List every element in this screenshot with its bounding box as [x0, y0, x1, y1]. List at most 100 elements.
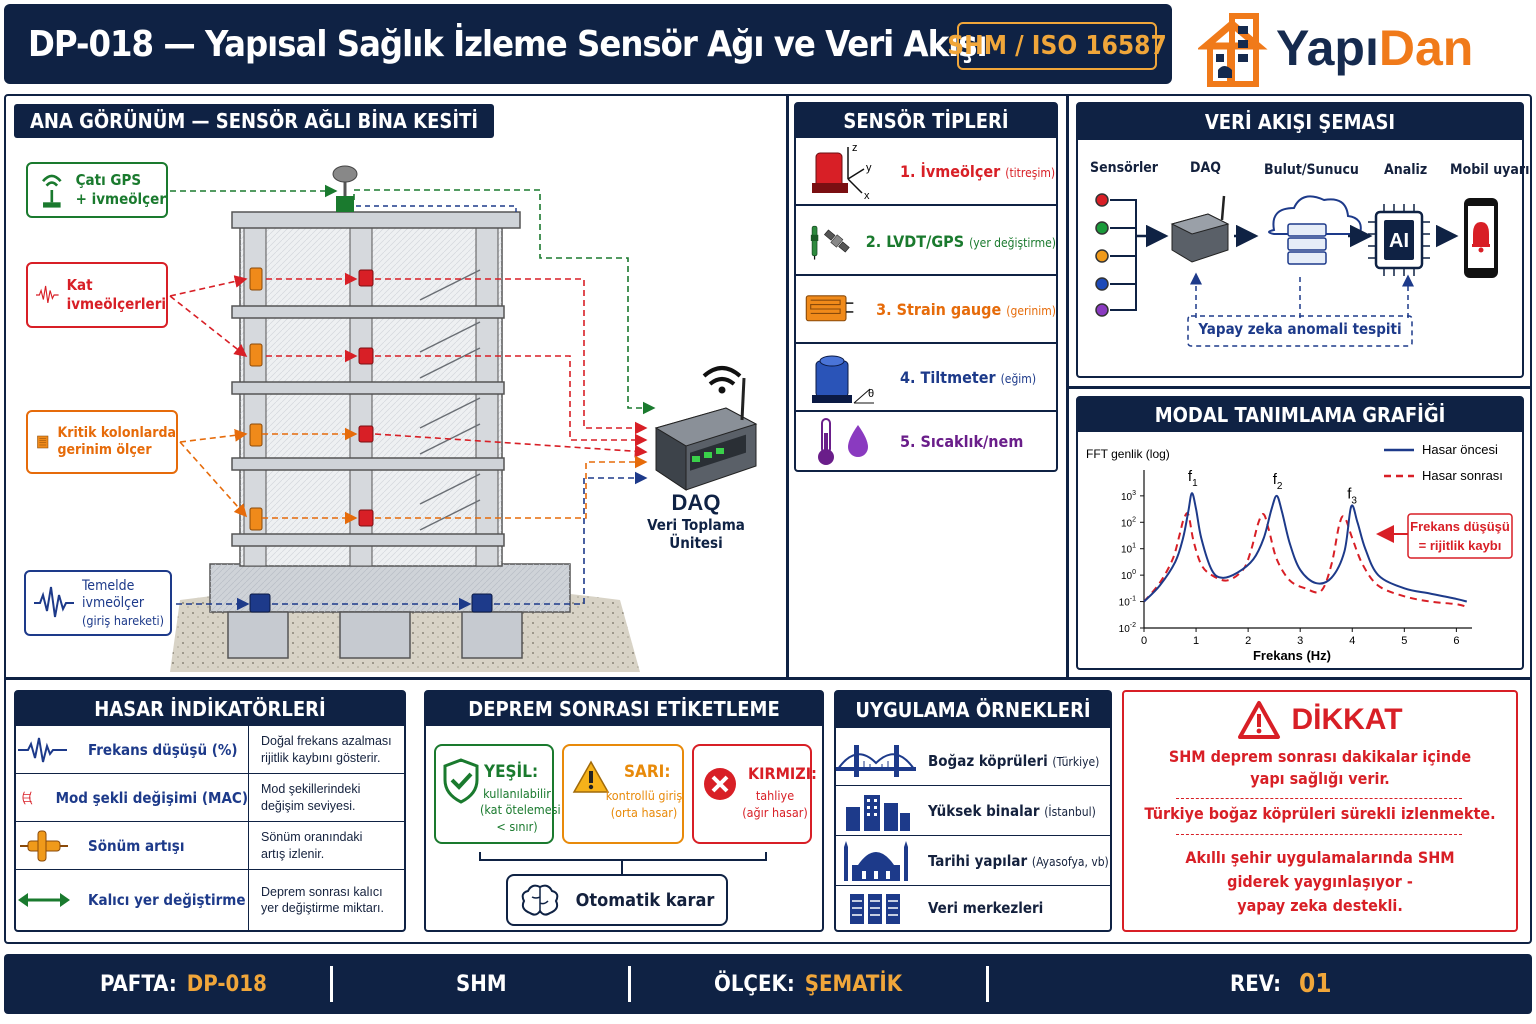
warning-divider	[1176, 798, 1462, 799]
vibration-wave-icon	[34, 586, 74, 618]
indicator-name: Kalıcı yer değiştirme	[88, 891, 246, 909]
application-row: Boğaz köprüleri (Türkiye)	[836, 736, 1110, 786]
footer-sheet: PAFTA:DP-018	[100, 954, 267, 1014]
tag-yellow: SARI: kontrollü giriş(orta hasar)	[562, 744, 684, 844]
building-section-diagram	[169, 165, 758, 672]
lvdt-gps-satellite-icon	[810, 225, 850, 260]
annotation-line: = rijitlik kaybı	[1419, 538, 1502, 553]
sensor-row: 2. LVDT/GPS (yer değiştirme)	[796, 208, 1056, 276]
separator	[1068, 386, 1530, 389]
x-tick-label: 4	[1349, 635, 1355, 647]
flow-node-daq: DAQ	[1190, 160, 1221, 176]
skyscraper-icon	[846, 794, 910, 831]
application-note: (İstanbul)	[1044, 804, 1096, 819]
svg-text:θ: θ	[868, 388, 874, 400]
indicator-name: Mod şekli değişimi (MAC)	[55, 788, 248, 807]
callout-roof-gps: Çatı GPS+ ivmeölçer	[26, 162, 168, 218]
daq-unit-icon	[654, 366, 758, 491]
y-tick-label: 10-1	[1119, 596, 1136, 609]
callout-text: Çatı GPS	[75, 171, 142, 190]
sensor-types-title: SENSÖR TİPLERİ	[796, 104, 1056, 138]
sensor-name: Tiltmeter	[920, 367, 996, 387]
flow-node-mobile: Mobil uyarı	[1450, 162, 1530, 178]
sensor-number: 1.	[900, 161, 916, 181]
peak-label: f3	[1347, 485, 1357, 506]
separator	[6, 677, 1530, 680]
callout-text: (giriş hareketi)	[82, 612, 165, 628]
mode-shape-icon	[22, 790, 33, 805]
tag-green: YEŞİL: kullanılabilir(kat ötelemesi< sın…	[434, 744, 561, 844]
separator	[1066, 96, 1069, 678]
footer-label: PAFTA:	[100, 971, 177, 997]
flow-node-cloud: Bulut/Sunucu	[1264, 162, 1359, 178]
indicator-desc: Deprem sonrası kalıcı	[261, 884, 383, 899]
indicator-desc: Sönüm oranındaki	[261, 830, 363, 845]
accelerometer-icon: zyx	[812, 142, 872, 202]
callout-text: Temelde	[82, 577, 135, 594]
annotation-line: Frekans düşüşü	[1410, 519, 1510, 534]
brain-icon	[521, 884, 558, 916]
damage-indicators-title: HASAR İNDİKATÖRLERİ	[16, 692, 404, 726]
peak-label: f1	[1188, 468, 1198, 489]
frequency-drop-annotation: Frekans düşüşü = rijitlik kaybı	[1376, 513, 1513, 559]
frequency-wave-icon	[18, 737, 67, 762]
warning-line: Akıllı şehir uygulamalarında SHM	[1185, 848, 1455, 867]
footer-rev: REV:01	[1230, 954, 1332, 1014]
double-arrow-icon	[18, 893, 70, 907]
warning-title: DİKKAT	[1291, 703, 1403, 736]
daq-label: DAQ Veri Toplama Ünitesi	[640, 490, 752, 552]
separator	[786, 96, 789, 678]
mosque-icon	[844, 840, 908, 881]
application-row: Yüksek binalar (İstanbul)	[836, 786, 1110, 836]
applications-title: UYGULAMA ÖRNEKLERİ	[836, 692, 1110, 728]
y-tick-label: 101	[1121, 543, 1136, 556]
tag-line: kontrollü giriş	[605, 788, 683, 803]
application-note: (Türkiye)	[1052, 754, 1100, 769]
legend-entry: Hasar sonrası	[1422, 468, 1503, 483]
logo-text: YapıDan	[1276, 19, 1473, 77]
ai-anomaly-note: Yapay zeka anomali tespiti	[1198, 320, 1402, 338]
warning-line: SHM deprem sonrası dakikalar içinde	[1168, 747, 1472, 766]
x-axis-label: Frekans (Hz)	[1253, 648, 1331, 663]
x-tick-label: 5	[1401, 635, 1407, 647]
application-name: Yüksek binalar	[928, 801, 1040, 820]
main-view-title: ANA GÖRÜNÜM — SENSÖR AĞLI BİNA KESİTİ	[14, 104, 494, 138]
sensor-name: İvmeölçer	[920, 161, 1001, 181]
application-row: Tarihi yapılar (Ayasofya, vb)	[836, 836, 1110, 886]
warning-header: DİKKAT	[1122, 700, 1518, 740]
tag-title: YEŞİL:	[484, 762, 539, 782]
tag-red: KIRMIZI: tahliye(ağır hasar)	[692, 744, 817, 844]
damage-row: Mod şekli değişimi (MAC) Mod şekillerind…	[16, 774, 404, 822]
sensor-number: 3.	[876, 299, 892, 319]
sensor-number: 2.	[865, 231, 882, 251]
tag-line: < sınır)	[496, 818, 538, 834]
tag-line: (orta hasar)	[610, 804, 678, 820]
main-frame	[4, 94, 1532, 944]
applications-panel	[834, 690, 1112, 932]
sensor-note: (eğim)	[1000, 371, 1037, 386]
footer-divider	[628, 966, 631, 1002]
x-tick-label: 3	[1297, 635, 1303, 647]
gps-antenna-icon	[42, 174, 62, 208]
legend-entry: Hasar öncesi	[1422, 442, 1498, 457]
application-row: Veri merkezleri	[836, 886, 1110, 930]
indicator-desc: yer değiştirme miktarı.	[261, 901, 384, 915]
indicator-name: Sönüm artışı	[88, 836, 185, 855]
peak-label: f2	[1273, 471, 1283, 492]
page-title: DP-018 — Yapısal Sağlık İzleme Sensör Ağ…	[28, 23, 988, 65]
tagging-title: DEPREM SONRASI ETİKETLEME	[426, 692, 822, 726]
series-line	[1143, 512, 1468, 608]
tag-line: tahliye	[755, 788, 795, 803]
x-tick-label: 0	[1141, 635, 1147, 647]
callout-text: ivmeölçerleri	[66, 295, 166, 313]
svg-text:x: x	[864, 190, 870, 202]
sensor-row: θ 4. Tiltmeter (eğim)	[796, 344, 1056, 412]
strain-gauge-icon	[37, 435, 49, 449]
application-name: Boğaz köprüleri	[928, 751, 1048, 770]
application-note: (Ayasofya, vb)	[1031, 854, 1109, 869]
